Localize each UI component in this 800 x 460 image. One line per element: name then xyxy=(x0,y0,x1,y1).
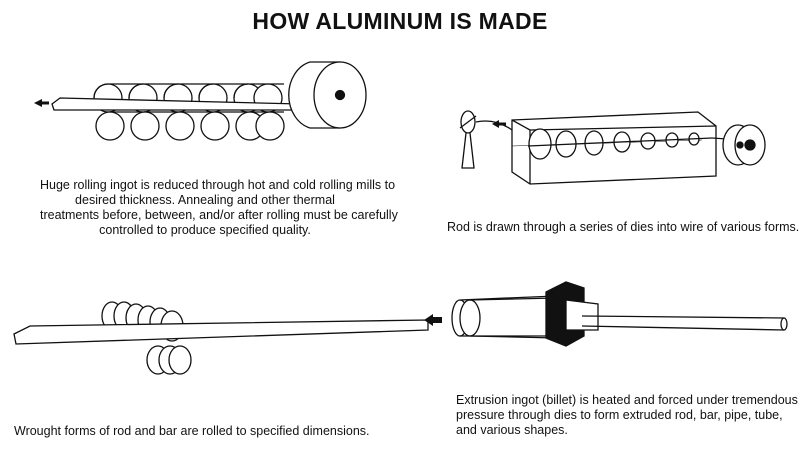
feed-arrow-icon xyxy=(424,314,442,326)
caption-line: pressure through dies to form extruded r… xyxy=(456,408,783,422)
rolling-mill-illustration xyxy=(34,61,367,141)
wire-drawing-illustration xyxy=(459,110,766,185)
caption-line: controlled to produce specified quality. xyxy=(99,223,311,237)
metal-bar xyxy=(13,319,429,345)
supply-spool xyxy=(459,110,477,169)
caption-line: Huge rolling ingot is reduced through ho… xyxy=(40,178,396,192)
extrusion-caption: Extrusion ingot (billet) is heated and f… xyxy=(456,393,798,438)
lower-rollers xyxy=(95,111,285,141)
caption-line: treatments before, between, and/or after… xyxy=(40,208,398,222)
caption-line: desired thickness. Annealing and other t… xyxy=(75,193,335,207)
drawing-dies xyxy=(527,128,713,160)
caption-line: Rod is drawn through a series of dies in… xyxy=(447,220,800,234)
rolling-mill-caption: Huge rolling ingot is reduced through ho… xyxy=(40,178,398,238)
takeup-spool xyxy=(711,124,766,166)
caption-line: Wrought forms of rod and bar are rolled … xyxy=(14,424,370,438)
bar-rolling-illustration xyxy=(13,301,429,375)
page-title: HOW ALUMINUM IS MADE xyxy=(252,8,548,34)
caption-line: and various shapes. xyxy=(456,423,568,437)
extrusion-illustration xyxy=(424,281,788,347)
extrusion-die xyxy=(545,281,599,347)
bar-rolling-caption: Wrought forms of rod and bar are rolled … xyxy=(14,424,370,439)
billet-container xyxy=(451,295,557,339)
feed-arrow-icon xyxy=(34,99,49,107)
sheet-coil xyxy=(288,61,367,129)
extruded-rod xyxy=(581,315,788,331)
feed-arrow-icon xyxy=(492,120,506,128)
lower-roll-stack xyxy=(146,345,192,375)
wire-drawing-caption: Rod is drawn through a series of dies in… xyxy=(447,220,799,235)
caption-line: Extrusion ingot (billet) is heated and f… xyxy=(456,393,798,407)
